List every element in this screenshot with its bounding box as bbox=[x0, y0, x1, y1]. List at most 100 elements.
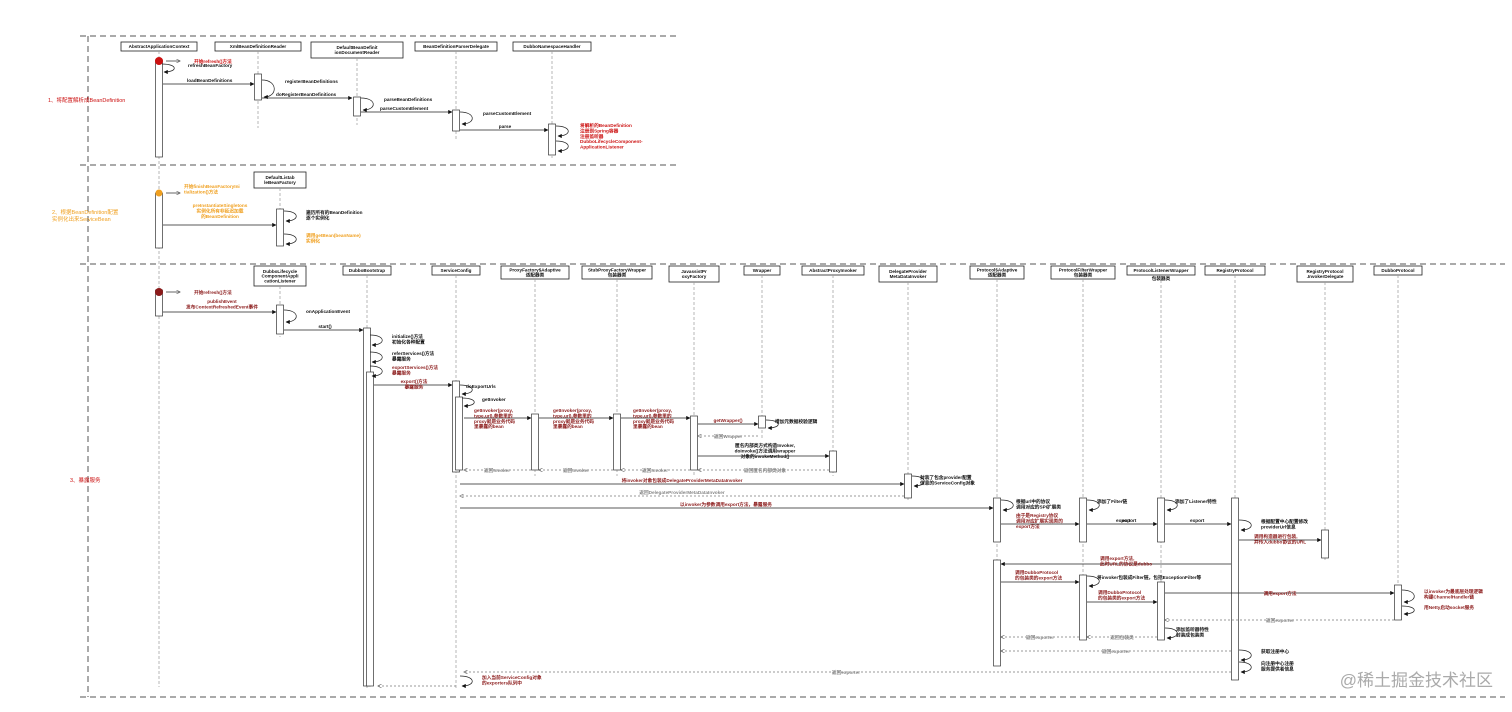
activation-rpid-26 bbox=[1321, 529, 1329, 559]
message-label: 注册到Spring容器 bbox=[580, 127, 619, 134]
self-call-arrow bbox=[459, 111, 473, 127]
section-label-3: 3、暴露服务 bbox=[70, 476, 101, 484]
activation-sc-12 bbox=[455, 396, 463, 471]
message-label: getInvoker(proxy, bbox=[553, 408, 592, 413]
message-label: 里暴露的bean bbox=[474, 423, 504, 430]
message-label: DubboLifecycleComponent- bbox=[580, 139, 643, 144]
message-label: 加入当前ServiceConfig对象 bbox=[481, 674, 542, 681]
message-label: 向注册中心注册 bbox=[1261, 660, 1294, 667]
message-label: 调用DubboProtocol bbox=[1015, 569, 1058, 576]
message-label: 里暴露的bean bbox=[633, 423, 663, 430]
message-label: publishEvent bbox=[207, 299, 237, 304]
section-label-2b: 实例化出来ServiceBean bbox=[52, 215, 111, 223]
message-label: 开始refresh()方法 bbox=[194, 289, 232, 296]
self-call-arrow bbox=[283, 233, 297, 247]
participant-label-xbdr: XmlBeanDefinitionReader bbox=[230, 44, 287, 49]
message-label: 调用DubboProtocol bbox=[1098, 589, 1141, 596]
message-label: providerUrl信息 bbox=[1261, 523, 1296, 530]
participant-label-pfa: ProxyFactory$Adaptive bbox=[509, 268, 561, 273]
message-label: 信息的ServiceConfig对象 bbox=[920, 479, 975, 486]
participant-label-jpf: oxyFactory bbox=[682, 274, 707, 279]
message-label: 调用构造器进行包装, bbox=[1254, 533, 1298, 540]
activation-pfa-13 bbox=[531, 413, 539, 471]
message-label: getWrapper() bbox=[713, 418, 743, 423]
message-label: 返回exporter bbox=[1026, 634, 1054, 641]
message-label: 服务提供者信息 bbox=[1261, 665, 1294, 672]
participant-label-dbdr: ionDocumentReader bbox=[335, 50, 380, 55]
lifelines-layer bbox=[158, 51, 1399, 690]
message-label: 暴露服务 bbox=[391, 369, 411, 376]
message-label: export bbox=[1190, 518, 1205, 523]
participant-label-dlcal: cationListener bbox=[264, 278, 296, 283]
message-label: parseCustomElement bbox=[483, 111, 532, 116]
message-label: registerBeanDefinitions bbox=[285, 79, 338, 84]
message-label: export bbox=[1122, 518, 1137, 523]
message-label: 调用export方法, bbox=[1100, 555, 1134, 562]
start-marker-section2 bbox=[155, 189, 163, 197]
participant-label-dlbf: DefaultListab bbox=[265, 175, 294, 180]
self-call-arrow bbox=[461, 397, 475, 409]
section-label-1: 1、将配置解析成BeanDefinition bbox=[48, 96, 125, 104]
section-label-2a: 2、根据BeanDefinition配置 bbox=[52, 208, 119, 216]
message-label: export方法 bbox=[1016, 523, 1040, 530]
self-call-arrow bbox=[1164, 499, 1178, 513]
activation-wr-16 bbox=[758, 415, 766, 429]
self-call-arrow bbox=[1238, 661, 1252, 675]
message-label: 返回Invoker bbox=[563, 467, 589, 474]
message-label: 返回DelegateProviderMetaDataInvoker bbox=[639, 489, 725, 496]
participant-sub-plw: 包装器类 bbox=[1152, 275, 1171, 282]
message-label: 以invoker为参数调用export方法，暴露服务 bbox=[680, 501, 772, 508]
message-label: 开始finishBeanFactoryIni bbox=[184, 183, 240, 190]
participant-label-dpmdi: DelegateProvider bbox=[889, 269, 927, 274]
participant-label-rp: RegistryProtocol bbox=[1216, 268, 1253, 273]
participant-label-dlcal: ComponentAppli bbox=[262, 274, 299, 279]
message-label: proxy就是业务代码 bbox=[474, 418, 515, 425]
activation-xbdr-3 bbox=[254, 73, 262, 101]
participant-label-dnh: DubboNamespaceHandler bbox=[523, 44, 580, 49]
message-label: 逐个实例化 bbox=[306, 214, 330, 221]
message-label: 的包装类的export方法 bbox=[1098, 594, 1145, 601]
message-label: 暴露服务 bbox=[404, 383, 424, 390]
message-label: 添加了Filter链 bbox=[1097, 498, 1128, 505]
self-call-arrow bbox=[360, 97, 374, 113]
participant-label-plw: ProtocolListenerWrapper bbox=[1133, 268, 1188, 273]
message-label: 将invoker对象包装成DelegateProviderMetaDataInv… bbox=[622, 477, 743, 484]
message-label: proxy就是业务代码 bbox=[633, 418, 674, 425]
activation-aac-1 bbox=[155, 192, 163, 249]
self-call-arrow bbox=[1164, 627, 1178, 641]
message-label: type,url),参数里的 bbox=[553, 412, 592, 419]
self-call-arrow bbox=[1238, 519, 1252, 533]
self-call-arrow bbox=[911, 475, 925, 489]
self-call-arrow bbox=[459, 675, 473, 689]
message-label: 初始化各种配置 bbox=[392, 338, 425, 345]
message-label: 返回Invoker bbox=[642, 467, 668, 474]
message-label: 返回exporter bbox=[1102, 648, 1130, 655]
start-marker-section1 bbox=[155, 57, 163, 65]
self-call-arrow bbox=[261, 79, 275, 100]
message-label: 调用getBean(beanName) bbox=[306, 232, 361, 239]
message-label: 构建ChannelHandler链 bbox=[1424, 593, 1474, 600]
message-label: 注册监听器 bbox=[580, 133, 604, 140]
message-label: 发布ContextRefreshedEvent事件 bbox=[185, 303, 258, 310]
participant-label-dlcal: DubboLifecycle bbox=[263, 269, 298, 274]
message-label: 里暴露的bean bbox=[553, 423, 583, 430]
activation-aac-0 bbox=[155, 59, 163, 158]
message-label: 返回exporter bbox=[832, 669, 860, 676]
self-call-arrow bbox=[161, 63, 175, 75]
message-label: referServices()方法 bbox=[392, 350, 435, 357]
message-label: 获取注册中心 bbox=[1260, 648, 1289, 655]
activation-pa-20 bbox=[993, 559, 1001, 667]
message-label: 对象的invokeMethod() bbox=[741, 453, 790, 460]
activation-pa-19 bbox=[993, 497, 1001, 543]
message-label: parseBeanDefinitions bbox=[384, 97, 433, 102]
message-label: type,url),参数里的 bbox=[474, 412, 513, 419]
message-label: ApplicationListener bbox=[580, 145, 624, 150]
activation-dbdr-4 bbox=[353, 96, 361, 117]
message-label: 返回exporter bbox=[1266, 617, 1294, 624]
self-call-arrow bbox=[1401, 589, 1415, 605]
participant-label-rpid: RegistryProtocol bbox=[1306, 269, 1343, 274]
message-label: tialization()方法 bbox=[184, 188, 218, 195]
activation-dp-27 bbox=[1394, 584, 1402, 621]
